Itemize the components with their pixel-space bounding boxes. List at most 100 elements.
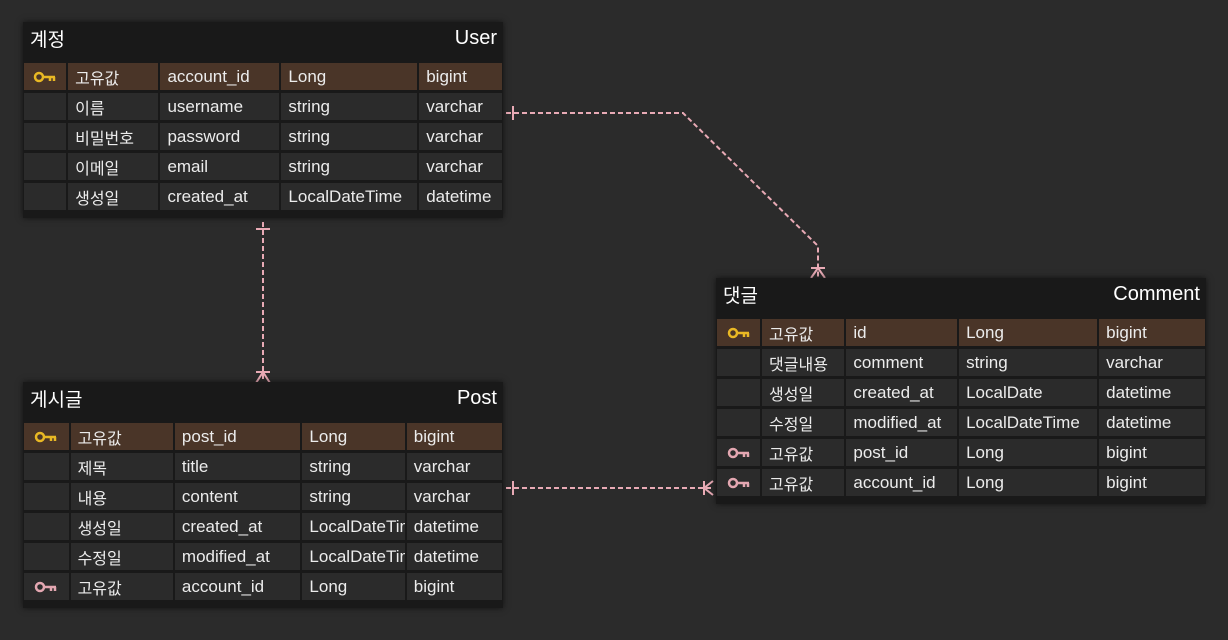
table-english-name: Comment — [1113, 283, 1200, 305]
key-cell — [24, 483, 69, 510]
table-row[interactable]: 생성일 created_at LocalDateTime datetime — [23, 182, 503, 212]
column-name-cell: password — [160, 123, 280, 150]
primary-key-icon — [727, 326, 751, 340]
key-cell — [24, 573, 69, 600]
column-db-type: bigint — [1106, 322, 1147, 342]
primary-key-icon — [33, 70, 57, 84]
table-header: 게시글 Post — [23, 382, 503, 415]
column-korean-label-cell: 고유값 — [762, 469, 845, 496]
many-marker-icon — [810, 267, 826, 279]
column-name: account_id — [181, 576, 265, 596]
column-type-cell: string — [281, 93, 418, 120]
column-db-type: varchar — [1106, 352, 1163, 372]
column-db-type-cell: varchar — [419, 93, 502, 120]
column-type: string — [288, 156, 330, 176]
column-db-type: varchar — [426, 96, 483, 116]
key-cell — [24, 453, 69, 480]
table-english-name: Post — [456, 387, 497, 409]
key-cell — [717, 469, 761, 496]
column-name: content — [181, 486, 238, 506]
column-db-type: bigint — [413, 576, 455, 596]
column-korean-label: 고유값 — [769, 444, 814, 464]
column-type-cell: LocalDateTime — [281, 183, 418, 210]
column-type: LocalDateTime — [966, 412, 1080, 432]
column-name: username — [167, 96, 244, 116]
column-type: LocalDate — [966, 382, 1043, 402]
primary-key-icon — [34, 430, 58, 444]
column-db-type-cell: datetime — [1099, 409, 1205, 436]
column-db-type: datetime — [1106, 412, 1172, 432]
column-db-type-cell: varchar — [419, 123, 502, 150]
column-type: string — [966, 352, 1008, 372]
column-korean-label-cell: 고유값 — [68, 63, 159, 90]
key-cell — [24, 513, 69, 540]
key-cell — [24, 543, 69, 570]
column-name: created_at — [167, 186, 248, 206]
table-row[interactable]: 생성일 created_at LocalDate datetime — [716, 378, 1206, 408]
column-name-cell: account_id — [160, 63, 280, 90]
key-cell — [24, 123, 67, 150]
table-row[interactable]: 이름 username string varchar — [23, 92, 503, 122]
column-db-type: varchar — [426, 156, 483, 176]
column-type-cell: Long — [302, 573, 405, 600]
column-name: created_at — [853, 382, 934, 402]
column-type: Long — [966, 472, 1004, 492]
column-korean-label: 수정일 — [769, 414, 814, 434]
column-name: id — [853, 322, 867, 342]
table-korean-name: 게시글 — [30, 389, 83, 411]
column-korean-label: 이메일 — [75, 158, 120, 178]
column-name: account_id — [167, 66, 250, 86]
column-korean-label: 생성일 — [75, 188, 120, 208]
column-db-type-cell: bigint — [406, 423, 502, 450]
column-korean-label-cell: 이름 — [68, 93, 159, 120]
column-db-type-cell: datetime — [406, 543, 502, 570]
column-korean-label: 생성일 — [77, 518, 122, 538]
column-type: Long — [309, 426, 348, 446]
column-korean-label: 생성일 — [769, 384, 814, 404]
column-name-cell: created_at — [160, 183, 280, 210]
column-korean-label-cell: 고유값 — [762, 439, 845, 466]
column-db-type-cell: datetime — [419, 183, 502, 210]
column-name: comment — [853, 352, 924, 372]
column-type: LocalDateTime — [288, 186, 403, 206]
table-korean-name: 댓글 — [723, 285, 758, 307]
column-name: email — [167, 156, 209, 176]
column-name: created_at — [181, 516, 263, 536]
column-type-cell: Long — [281, 63, 418, 90]
column-db-type-cell: varchar — [406, 453, 502, 480]
column-db-type-cell: datetime — [1099, 379, 1205, 406]
column-name-cell: created_at — [174, 513, 301, 540]
column-korean-label-cell: 생성일 — [68, 183, 159, 210]
column-korean-label: 이름 — [75, 98, 105, 118]
column-name: modified_at — [181, 546, 270, 566]
key-cell — [717, 319, 761, 346]
key-cell — [717, 349, 761, 376]
column-name: post_id — [853, 442, 909, 462]
column-db-type-cell: bigint — [1099, 439, 1205, 466]
key-cell — [24, 183, 67, 210]
column-korean-label: 수정일 — [77, 548, 122, 568]
column-name-cell: username — [160, 93, 280, 120]
column-type-cell: string — [281, 153, 418, 180]
column-db-type: bigint — [1106, 472, 1147, 492]
table-row[interactable]: 이메일 email string varchar — [23, 152, 503, 182]
column-db-type-cell: bigint — [419, 63, 502, 90]
foreign-key-icon — [727, 476, 751, 490]
